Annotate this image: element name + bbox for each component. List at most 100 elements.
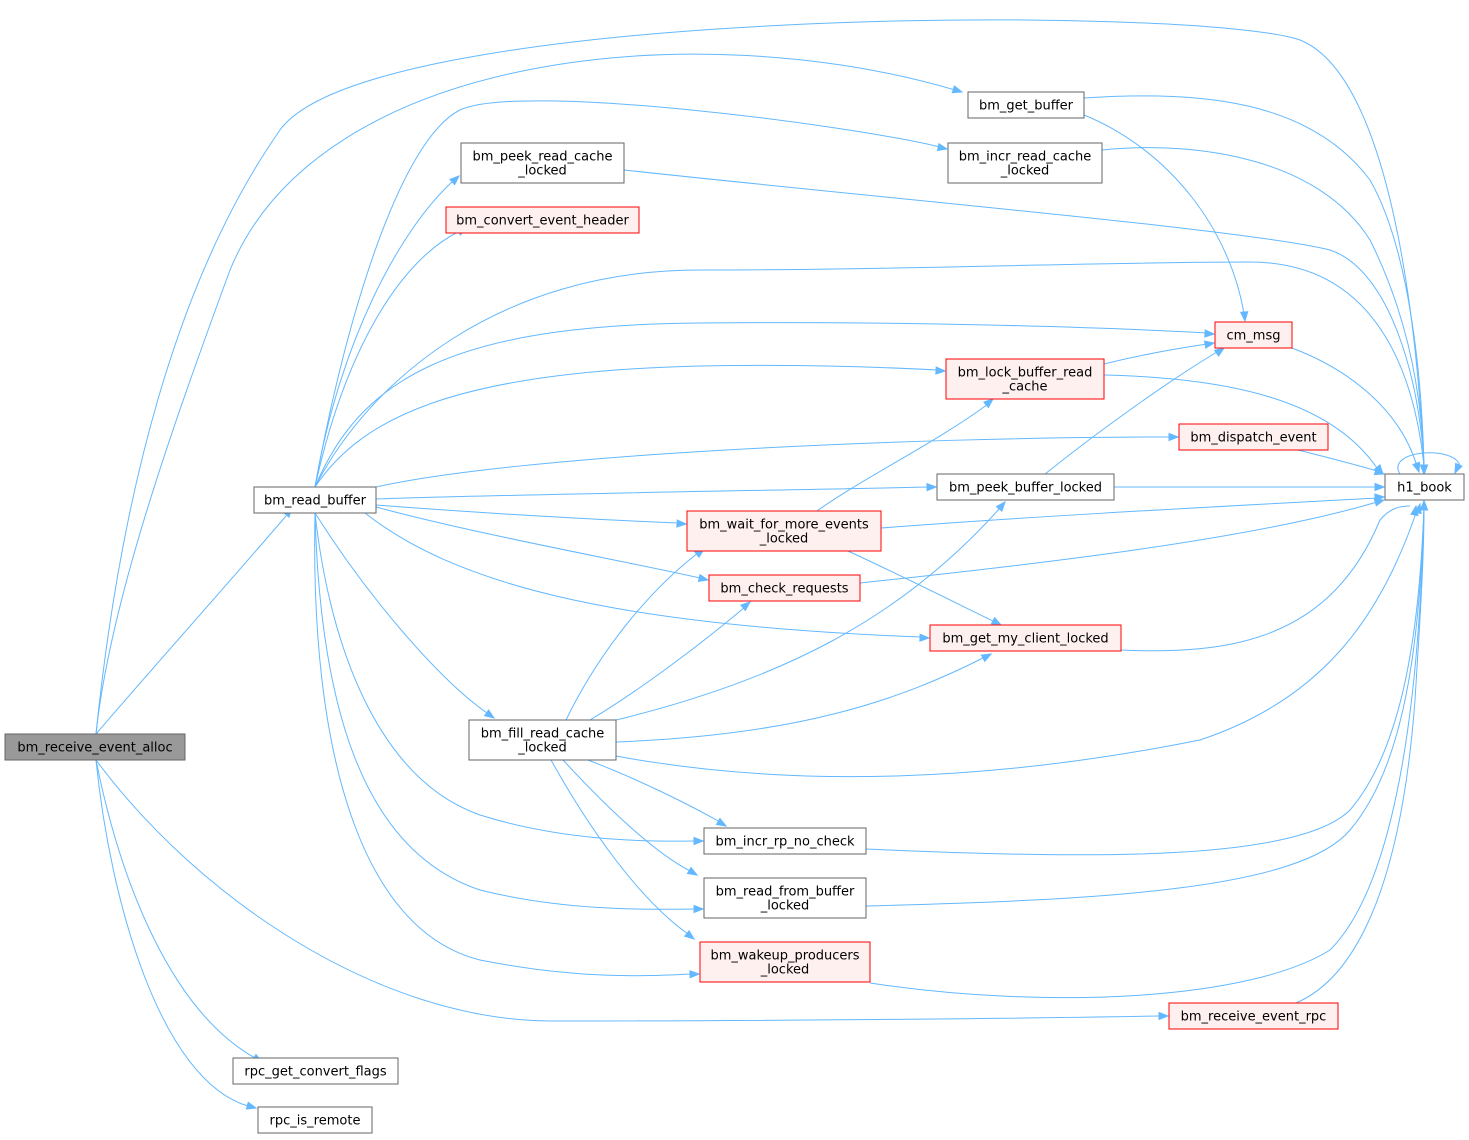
node-incr-read-cache[interactable]: bm_incr_read_cache_locked <box>947 142 1103 184</box>
node-check-requests[interactable]: bm_check_requests <box>708 574 861 602</box>
nodes-layer: bm_receive_event_alloc bm_read_buffer rpc_… <box>4 91 1465 1134</box>
edge-fill_read_cache-to-peek_buffer_locked <box>615 500 1006 721</box>
edge-line <box>880 497 1378 529</box>
arrowhead-icon <box>980 653 993 663</box>
node-incr-rp-no-check[interactable]: bm_incr_rp_no_check <box>703 827 867 855</box>
arrowhead-icon <box>1412 461 1421 474</box>
edge-wait_for_more_events-to-get_my_client_locked <box>847 550 1003 626</box>
edges-layer <box>95 19 1463 1110</box>
edge-root-to-rpc_is_remote <box>95 759 258 1110</box>
edge-h1_book-to-h1_book <box>1397 452 1463 475</box>
node-rpc-is-remote[interactable]: rpc_is_remote <box>257 1106 373 1134</box>
arrowhead-icon <box>935 366 947 375</box>
arrowhead-icon <box>1419 499 1429 511</box>
node-label: bm_incr_rp_no_check <box>715 835 855 850</box>
arrowhead-icon <box>1374 482 1386 492</box>
node-label: bm_read_from_buffer <box>716 885 855 900</box>
node-label: bm_get_my_client_locked <box>942 632 1108 647</box>
edge-wait_for_more_events-to-lock_buffer_read_cache <box>816 398 995 512</box>
node-lock-buffer-read-cache[interactable]: bm_lock_buffer_read_cache <box>945 358 1105 400</box>
edge-line <box>1295 507 1425 1004</box>
edge-fill_read_cache-to-wakeup_producers <box>550 759 696 940</box>
node-label: _locked <box>517 741 567 756</box>
arrowhead-icon <box>483 709 496 719</box>
arrowhead-icon <box>693 904 705 914</box>
edge-read_buffer-to-check_requests <box>375 506 710 582</box>
arrowhead-icon <box>689 970 701 979</box>
node-box[interactable] <box>947 142 1103 184</box>
node-box[interactable] <box>460 142 625 184</box>
node-cm-msg[interactable]: cm_msg <box>1214 321 1293 349</box>
node-peek-buffer-locked[interactable]: bm_peek_buffer_locked <box>936 473 1115 501</box>
edge-line <box>816 403 989 512</box>
node-peek-read-cache[interactable]: bm_peek_read_cache_locked <box>460 142 625 184</box>
edge-line <box>95 515 287 735</box>
node-label: bm_check_requests <box>720 582 848 597</box>
node-box[interactable] <box>708 574 861 602</box>
node-box[interactable] <box>967 91 1085 119</box>
node-box[interactable] <box>1178 423 1329 451</box>
node-wakeup-producers[interactable]: bm_wakeup_producers_locked <box>699 941 871 983</box>
node-box[interactable] <box>4 733 186 761</box>
node-get-buffer[interactable]: bm_get_buffer <box>967 91 1085 119</box>
node-rpc-get-convert-flags[interactable]: rpc_get_convert_flags <box>232 1057 399 1085</box>
node-box[interactable] <box>232 1057 399 1085</box>
node-read-buffer[interactable]: bm_read_buffer <box>253 486 377 514</box>
node-label: _locked <box>759 532 809 547</box>
edge-read_buffer-to-fill_read_cache <box>314 512 496 719</box>
edge-fill_read_cache-to-check_requests <box>589 601 752 721</box>
arrowhead-icon <box>1204 329 1216 338</box>
node-label: _locked <box>760 963 810 978</box>
edge-read_buffer-to-peek_buffer_locked <box>375 482 938 500</box>
node-box[interactable] <box>929 624 1122 652</box>
edge-peek_buffer_locked-to-cm_msg <box>1044 347 1226 475</box>
node-label: bm_receive_event_rpc <box>1181 1010 1327 1025</box>
node-box[interactable] <box>686 510 882 552</box>
edge-line <box>314 512 693 977</box>
edge-line <box>95 759 256 1059</box>
node-h1-book[interactable]: h1_book <box>1384 473 1465 501</box>
edge-line <box>314 230 461 488</box>
node-wait-for-more-events[interactable]: bm_wait_for_more_events_locked <box>686 510 882 552</box>
node-box[interactable] <box>257 1106 373 1134</box>
node-box[interactable] <box>945 358 1105 400</box>
edge-line <box>589 606 746 721</box>
node-box[interactable] <box>253 486 377 514</box>
edge-line <box>615 656 986 743</box>
node-read-from-buffer[interactable]: bm_read_from_buffer_locked <box>703 877 867 919</box>
node-box[interactable] <box>1168 1002 1339 1030</box>
node-box[interactable] <box>703 827 867 855</box>
node-get-my-client-locked[interactable]: bm_get_my_client_locked <box>929 624 1122 652</box>
node-box[interactable] <box>699 941 871 983</box>
edge-read_buffer-to-wakeup_producers <box>314 512 701 979</box>
node-root[interactable]: bm_receive_event_alloc <box>4 733 186 761</box>
node-receive-event-rpc[interactable]: bm_receive_event_rpc <box>1168 1002 1339 1030</box>
arrowhead-icon <box>995 500 1006 512</box>
node-box[interactable] <box>468 719 617 761</box>
node-box[interactable] <box>703 877 867 919</box>
node-box[interactable] <box>936 473 1115 501</box>
edge-line <box>1101 147 1425 467</box>
node-label: cm_msg <box>1227 329 1281 344</box>
edge-peek_buffer_locked-to-h1_book <box>1114 482 1386 492</box>
edge-line <box>314 100 941 488</box>
node-box[interactable] <box>445 206 640 234</box>
edge-get_buffer-to-h1_book <box>1083 95 1429 476</box>
node-label: bm_wait_for_more_events <box>699 518 869 533</box>
arrowhead-icon <box>676 519 688 528</box>
node-box[interactable] <box>1384 473 1465 501</box>
node-convert-event-header[interactable]: bm_convert_event_header <box>445 206 640 234</box>
arrowhead-icon <box>936 142 949 152</box>
edge-line <box>95 19 1425 735</box>
node-box[interactable] <box>1214 321 1293 349</box>
edge-line <box>95 53 956 735</box>
node-fill-read-cache[interactable]: bm_fill_read_cache_locked <box>468 719 617 761</box>
edge-line <box>1291 347 1418 467</box>
edge-line <box>565 552 699 721</box>
node-dispatch-event[interactable]: bm_dispatch_event <box>1178 423 1329 451</box>
node-label: _locked <box>517 164 567 179</box>
node-label: bm_dispatch_event <box>1190 431 1316 446</box>
edge-line <box>869 507 1425 999</box>
edge-fill_read_cache-to-get_my_client_locked <box>615 653 993 743</box>
